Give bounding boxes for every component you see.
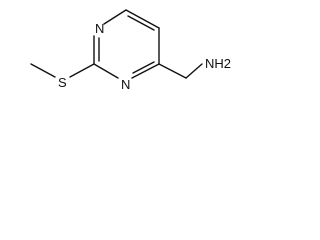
chemical-structure: N N S NH2 xyxy=(30,9,231,92)
bond-c2-s xyxy=(69,63,95,78)
atom-label-amine: NH2 xyxy=(205,56,231,71)
bond-ch2-n xyxy=(185,63,203,79)
pyrimidine-ring xyxy=(93,9,160,79)
atom-label-n-bottom: N xyxy=(121,77,130,92)
bond-c5-c6 xyxy=(125,9,160,29)
bond-n3-c2 xyxy=(93,63,119,79)
bond-c4-n3-inner xyxy=(132,61,155,74)
bond-s-methyl xyxy=(30,63,56,78)
bond-c5-c6-inner xyxy=(127,15,155,31)
bond-c4-n3 xyxy=(131,63,160,79)
bond-n1-c5 xyxy=(103,9,127,25)
atom-label-n-top: N xyxy=(95,21,104,36)
atom-label-sulfur: S xyxy=(58,75,67,90)
bond-c4-ch2 xyxy=(158,63,187,79)
